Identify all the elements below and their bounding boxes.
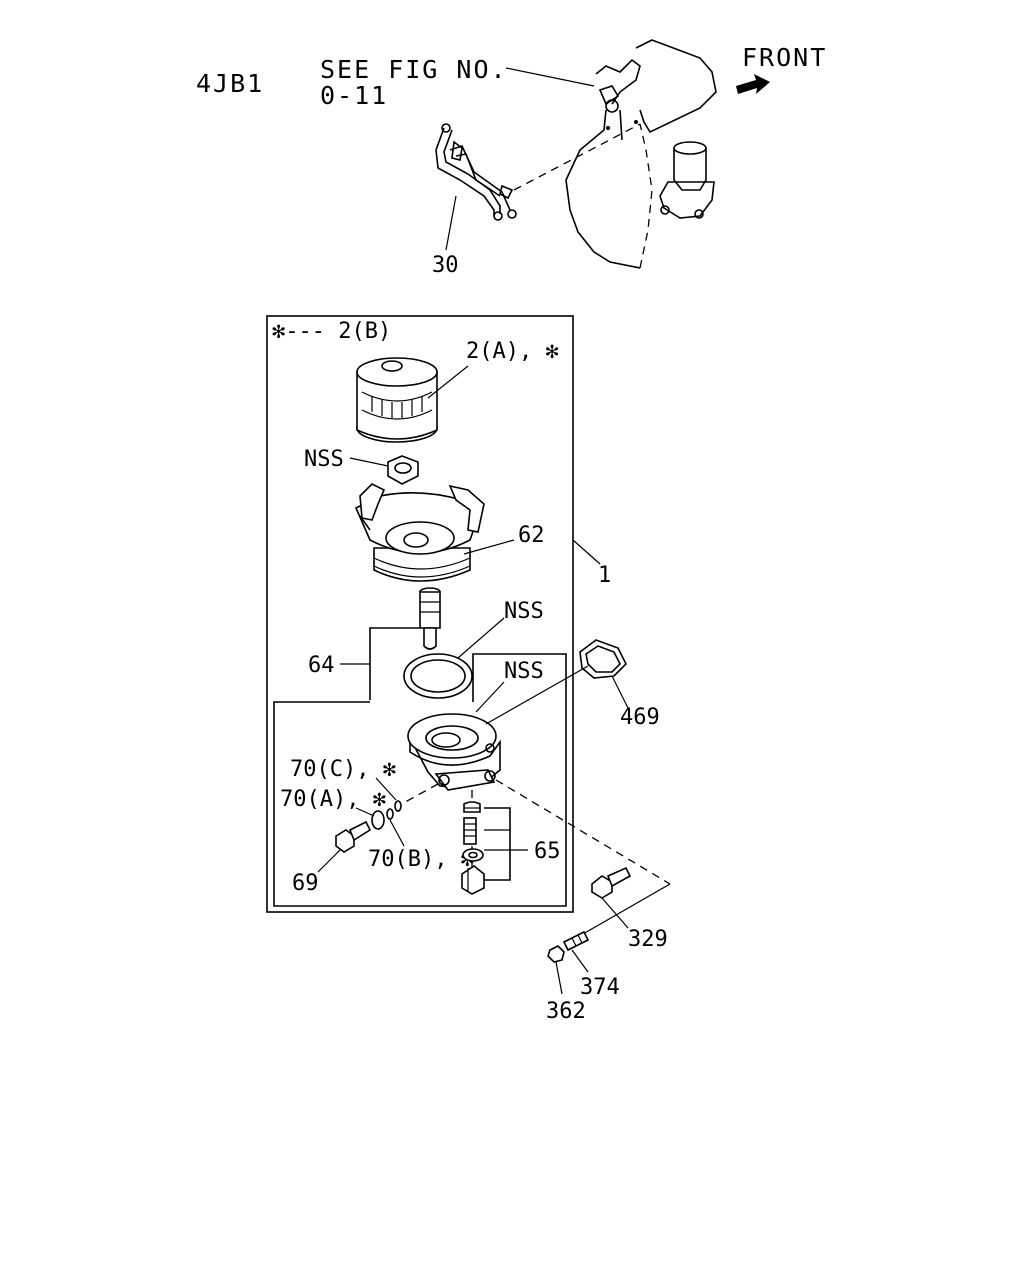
p469-leader — [611, 675, 629, 709]
nss-ring-leader — [457, 617, 505, 659]
see-fig-number: 0-11 — [320, 81, 388, 110]
o-ring-70b — [386, 808, 394, 820]
p70a-leader — [355, 807, 375, 817]
p329-leader — [601, 897, 629, 929]
p2a-leader — [427, 365, 469, 399]
assembly-box — [266, 315, 574, 913]
callout-2a: 2(A), ✻ — [466, 339, 559, 364]
hex-nut — [387, 455, 419, 485]
callout-64: 64 — [308, 653, 335, 678]
p62-leader — [463, 539, 515, 555]
o-ring — [403, 653, 473, 699]
callout-62: 62 — [518, 523, 545, 548]
bolt-dash-line — [495, 779, 671, 885]
callout-nss-ring: NSS — [504, 599, 544, 624]
inner-box — [273, 653, 567, 907]
bolt-329 — [591, 866, 632, 899]
callout-nss-nut: NSS — [304, 447, 344, 472]
front-label: FRONT — [742, 43, 827, 72]
callout-nss-adapter: NSS — [504, 659, 544, 684]
pipe-dash-line — [513, 123, 641, 191]
bolt-connector-line — [575, 883, 671, 939]
center-bolt — [419, 587, 441, 650]
callout-1: 1 — [598, 563, 611, 588]
p70c-leader — [375, 777, 397, 801]
engine-block — [565, 39, 717, 269]
p362-leader — [555, 961, 563, 995]
p65-bracket — [484, 807, 511, 881]
see-fig-leader — [505, 67, 595, 87]
nss-nut-leader — [349, 457, 389, 467]
nut-362 — [547, 945, 565, 963]
gasket — [579, 639, 627, 679]
washer-70a — [371, 810, 385, 830]
bolt-69 — [335, 820, 372, 853]
bolt69-dash-line — [397, 783, 439, 807]
see-fig-label: SEE FIG NO. — [320, 55, 508, 84]
p69-leader — [317, 849, 341, 873]
callout-65: 65 — [534, 839, 561, 864]
p64-bracket — [369, 627, 420, 700]
callout-70c: 70(C), ✻ — [290, 757, 396, 782]
callout-469: 469 — [620, 705, 660, 730]
callout-374: 374 — [580, 975, 620, 1000]
callout-69: 69 — [292, 871, 319, 896]
oil-pipe-30 — [435, 123, 517, 221]
front-arrow-icon — [736, 74, 770, 94]
gasket-line — [485, 665, 589, 725]
callout-70b: 70(B), ✻ — [368, 847, 474, 872]
p374-leader — [571, 949, 589, 973]
legend-note: ✻--- 2(B) — [272, 319, 391, 344]
filter-adapter — [407, 713, 501, 791]
callout-329: 329 — [628, 927, 668, 952]
model-label: 4JB1 — [196, 69, 264, 98]
nss-adapter-leader — [475, 681, 505, 713]
p70b-leader — [389, 819, 405, 847]
oil-filter — [356, 357, 438, 443]
oil-cooler — [354, 483, 485, 582]
callout-362: 362 — [546, 999, 586, 1024]
o-ring-70c — [394, 800, 402, 812]
stud-374 — [562, 930, 590, 952]
p1-leader — [572, 539, 601, 565]
relief-valve-parts — [461, 790, 485, 895]
callout-70a: 70(A), ✻ — [280, 787, 386, 812]
callout-30: 30 — [432, 253, 459, 278]
p30-leader — [445, 195, 457, 251]
